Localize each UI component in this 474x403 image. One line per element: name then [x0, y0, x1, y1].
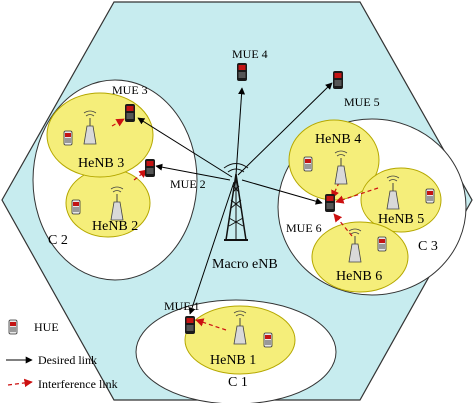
desired-links — [137, 82, 333, 315]
label-c3: C 3 — [418, 239, 438, 254]
macro-tower-icon — [223, 163, 249, 241]
macro-phone-icon — [333, 71, 343, 89]
label-henb2: HeNB 2 — [92, 219, 138, 234]
macro-phone-icon — [125, 104, 135, 122]
legend-desired-label: Desired link — [38, 353, 97, 367]
label-mue2: MUE 2 — [170, 177, 206, 191]
legend-hue-icon — [8, 319, 18, 335]
interference-link-3 — [111, 118, 125, 127]
interference-links — [7, 118, 379, 388]
desired-link-mue6 — [241, 179, 323, 205]
label-mue1: MUE 1 — [164, 299, 200, 313]
interference-link-2 — [133, 169, 148, 181]
label-henb5: HeNB 5 — [378, 212, 424, 227]
legend: HUE Desired link Interference link — [6, 319, 118, 391]
label-mue3: MUE 3 — [112, 83, 148, 97]
home-phone-icon — [425, 188, 435, 204]
label-henb3: HeNB 3 — [78, 156, 124, 171]
label-henb6: HeNB 6 — [336, 269, 382, 284]
macro-phone-icon — [145, 159, 155, 177]
interference-link-legend — [7, 378, 33, 388]
desired-link-mue3 — [137, 117, 233, 178]
interference-link-1 — [195, 318, 227, 331]
label-macro-enb: Macro eNB — [212, 257, 278, 272]
interference-link-6b — [335, 187, 379, 204]
home-phone-icon — [71, 199, 81, 215]
label-henb4: HeNB 4 — [315, 132, 361, 147]
desired-link-mue2 — [155, 163, 231, 181]
label-mue5: MUE 5 — [344, 95, 380, 109]
label-mue4: MUE 4 — [232, 47, 268, 61]
desired-link-mue1 — [188, 181, 235, 315]
home-phone-icon — [377, 236, 387, 252]
desired-link-mue5 — [237, 82, 333, 176]
legend-interference-label: Interference link — [38, 377, 118, 391]
label-c2: C 2 — [48, 233, 68, 248]
home-phone-icon — [303, 156, 313, 172]
macro-phone-icon — [325, 194, 335, 212]
label-henb1: HeNB 1 — [210, 353, 256, 368]
label-c1: C 1 — [228, 375, 248, 390]
home-phone-icon — [263, 332, 273, 348]
interference-link-6c — [333, 213, 353, 237]
macro-phone-icon — [185, 316, 195, 334]
home-phone-icon — [63, 130, 73, 146]
macro-phone-icon — [237, 63, 247, 81]
desired-link-mue4 — [235, 87, 246, 176]
legend-hue-label: HUE — [34, 320, 59, 334]
femtocell-henb5 — [360, 167, 442, 233]
label-mue6: MUE 6 — [286, 221, 322, 235]
